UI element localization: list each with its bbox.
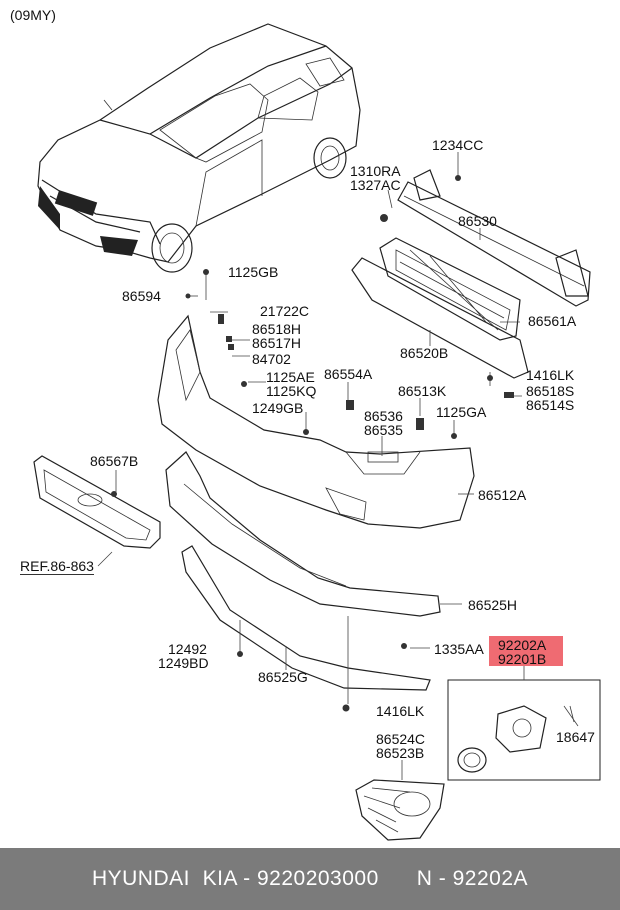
- part-label-86523b: 86523B: [376, 745, 425, 761]
- part-label-86525h: 86525H: [468, 597, 518, 613]
- part-label-21722c: 21722C: [260, 303, 310, 319]
- part-label-92201b: 92201B: [498, 651, 547, 667]
- part-label-86530: 86530: [458, 213, 497, 229]
- fasteners: [111, 175, 514, 712]
- fog-lamp-cover: [355, 779, 445, 841]
- radiator-grille: [33, 455, 161, 549]
- lower-bumper: [165, 451, 441, 617]
- part-label-1249gb: 1249GB: [252, 400, 304, 416]
- part-label-86512a: 86512A: [478, 487, 527, 503]
- footer-code: N - 92202A: [416, 867, 529, 890]
- part-label-18647: 18647: [556, 729, 595, 745]
- footer-spacer: [379, 867, 417, 891]
- part-label-86561a: 86561A: [528, 313, 577, 329]
- part-label-1335aa: 1335AA: [434, 641, 484, 657]
- part-label-92202a: 92202A: [498, 637, 547, 653]
- leader-lines: [97, 152, 579, 780]
- parts-diagram: [33, 23, 601, 841]
- bumper-cover: [157, 314, 475, 529]
- model-year-label: (09MY): [10, 7, 56, 23]
- part-label-1125ae: 1125AE: [266, 369, 315, 385]
- part-label-1249bd: 1249BD: [158, 655, 209, 671]
- part-label-86513k: 86513K: [398, 383, 447, 399]
- vehicle-illustration: [37, 23, 361, 273]
- part-label-86567b: 86567B: [90, 453, 139, 469]
- part-label-86524c: 86524C: [376, 731, 426, 747]
- part-label-1416lk-lower: 1416LK: [376, 703, 425, 719]
- part-label-1125kq: 1125KQ: [266, 383, 317, 399]
- part-label-12492: 12492: [168, 641, 207, 657]
- part-label-1416lk-upper: 1416LK: [526, 367, 575, 383]
- part-label-86536: 86536: [364, 408, 403, 424]
- footer-part-number: HYUNDAI KIA - 9220203000: [91, 867, 379, 890]
- energy-absorber: [351, 237, 529, 379]
- part-label-1125ga: 1125GA: [436, 404, 487, 420]
- part-label-86520b: 86520B: [400, 345, 449, 361]
- part-label-86594: 86594: [122, 288, 161, 304]
- highlight-box: [489, 636, 563, 666]
- part-label-86517h: 86517H: [252, 335, 302, 351]
- part-label-84702: 84702: [252, 351, 291, 367]
- part-label-1234cc: 1234CC: [432, 137, 484, 153]
- bumper-beam: [397, 169, 591, 307]
- part-label-86554a: 86554A: [324, 366, 373, 382]
- part-label-86525g: 86525G: [258, 669, 308, 685]
- part-label-86518s: 86518S: [526, 383, 575, 399]
- lower-lip: [181, 545, 431, 691]
- footer-bar: HYUNDAI KIA - 9220203000 N - 92202A: [0, 848, 620, 910]
- part-label-1327ac: 1327AC: [350, 177, 401, 193]
- reference-label: REF.86-863: [20, 558, 94, 575]
- part-label-1125gb: 1125GB: [228, 264, 279, 280]
- part-label-1310ra: 1310RA: [350, 163, 401, 179]
- part-label-86535: 86535: [364, 422, 403, 438]
- part-label-86518h: 86518H: [252, 321, 302, 337]
- part-label-86514s: 86514S: [526, 397, 575, 413]
